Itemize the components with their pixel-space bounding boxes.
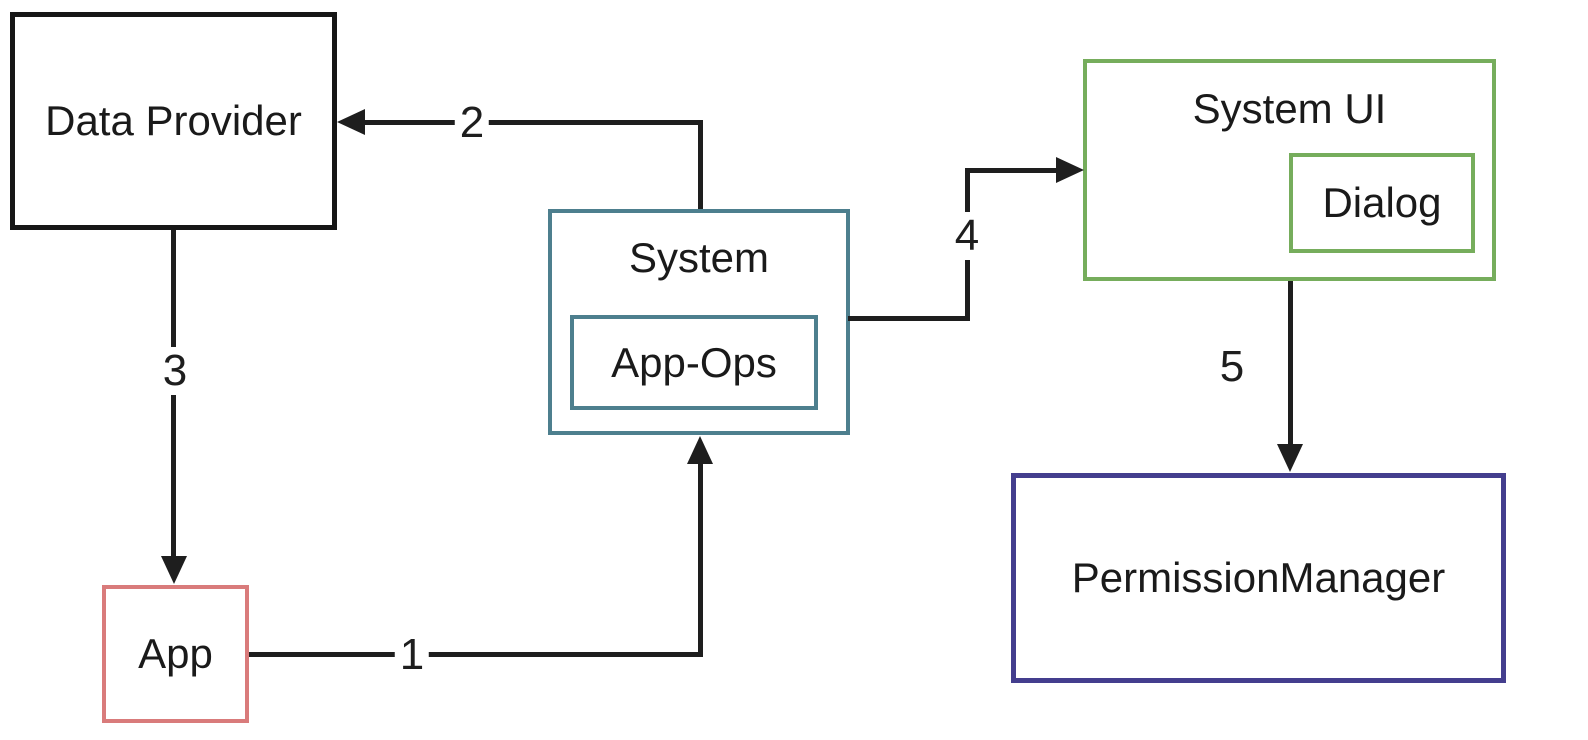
edge-1-line-horizontal bbox=[249, 652, 703, 657]
node-dialog: Dialog bbox=[1289, 153, 1475, 253]
node-app: App bbox=[102, 585, 249, 723]
node-data-provider-label: Data Provider bbox=[45, 97, 302, 144]
edge-1-line-vertical bbox=[698, 450, 703, 657]
node-permission-manager-label: PermissionManager bbox=[1071, 554, 1446, 601]
edge-2-arrowhead-left-icon bbox=[337, 109, 365, 135]
edge-2-line-vertical bbox=[698, 120, 703, 209]
node-system-ui-label: System UI bbox=[1192, 85, 1387, 132]
edge-4-arrowhead-right-icon bbox=[1056, 157, 1084, 183]
node-app-label: App bbox=[138, 630, 213, 677]
edge-3-arrowhead-down-icon bbox=[161, 556, 187, 584]
edge-1-label: 1 bbox=[394, 631, 430, 679]
edge-4-line-horizontal-lower bbox=[848, 316, 970, 321]
edge-4-line-horizontal-upper bbox=[965, 168, 1060, 173]
edge-3-line-vertical bbox=[171, 230, 176, 570]
edge-5-line-vertical bbox=[1288, 281, 1293, 458]
node-system: System App-Ops bbox=[548, 209, 850, 435]
edge-5-arrowhead-down-icon bbox=[1277, 444, 1303, 472]
node-permission-manager: PermissionManager bbox=[1011, 473, 1506, 683]
edge-2-label: 2 bbox=[454, 99, 490, 147]
node-app-ops-label: App-Ops bbox=[611, 338, 777, 386]
edge-3-label: 3 bbox=[157, 347, 193, 395]
edge-5-label: 5 bbox=[1214, 343, 1250, 391]
node-system-ui: System UI Dialog bbox=[1083, 59, 1496, 281]
node-app-ops: App-Ops bbox=[570, 315, 818, 410]
node-system-label: System bbox=[628, 234, 770, 281]
edge-4-label: 4 bbox=[949, 212, 985, 260]
edge-2-line-horizontal bbox=[355, 120, 703, 125]
node-dialog-label: Dialog bbox=[1322, 179, 1442, 226]
node-data-provider: Data Provider bbox=[10, 12, 337, 230]
edge-1-arrowhead-up-icon bbox=[687, 436, 713, 464]
